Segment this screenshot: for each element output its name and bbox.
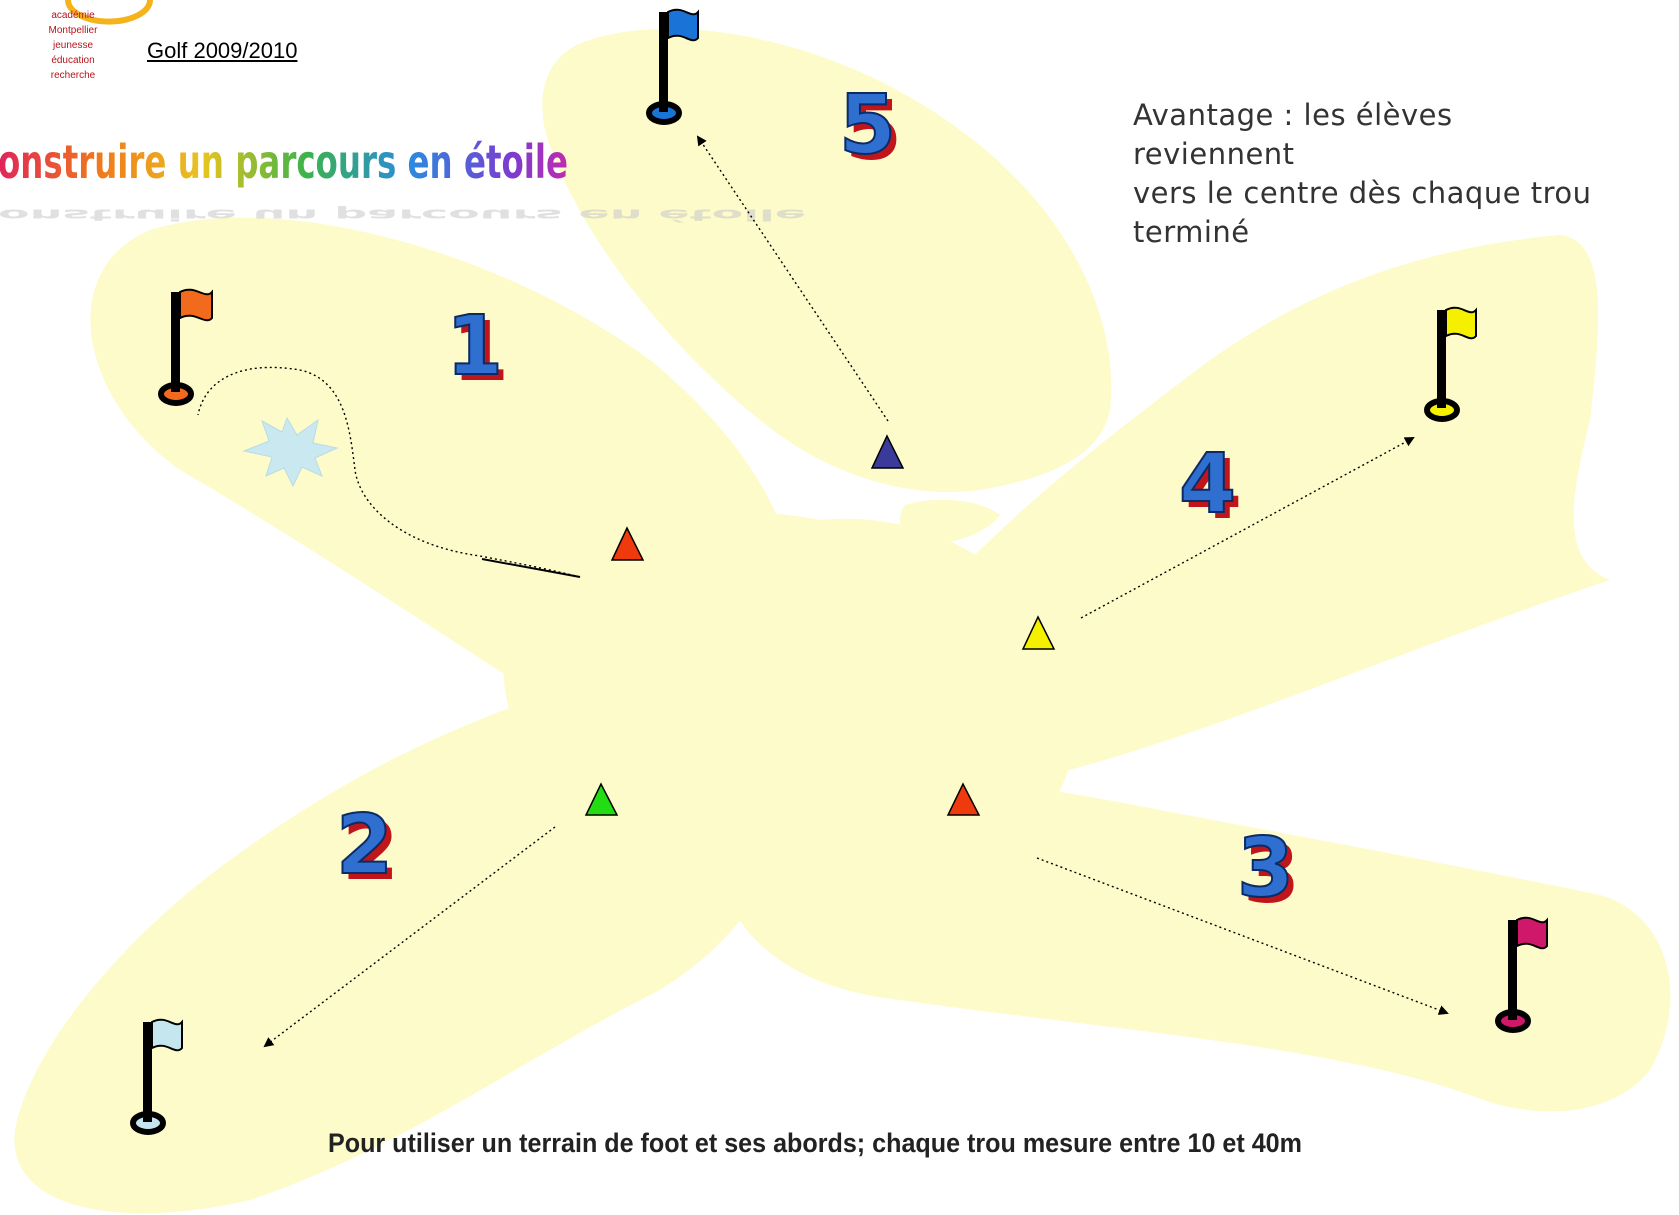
hole-number-5-label: 5 bbox=[839, 78, 896, 173]
hole-number-4-label: 4 bbox=[1179, 437, 1236, 532]
flag-hole-3-pole bbox=[1508, 920, 1517, 1020]
season-link[interactable]: Golf 2009/2010 bbox=[147, 38, 297, 64]
logo-text: académie Montpellier jeunesse éducation … bbox=[48, 8, 98, 83]
logo-line: académie bbox=[48, 8, 98, 23]
flag-hole-5-pole bbox=[659, 12, 668, 112]
hole-number-2: 2 2 bbox=[336, 798, 399, 899]
hole-number-1-label: 1 bbox=[446, 299, 503, 394]
logo-line: éducation bbox=[48, 53, 98, 68]
flag-hole-5-cloth bbox=[668, 10, 698, 41]
hole-number-5: 5 5 bbox=[839, 78, 902, 179]
fairway-squiggle bbox=[900, 500, 1000, 545]
page-title: onstruire un parcours en étoile bbox=[0, 135, 568, 189]
logo-line: jeunesse bbox=[48, 38, 98, 53]
advantage-line: terminé bbox=[1133, 213, 1603, 252]
flag-hole-2-cloth bbox=[152, 1020, 182, 1051]
flag-hole-4-pole bbox=[1437, 310, 1446, 408]
advantage-line: Avantage : les élèves reviennent bbox=[1133, 96, 1603, 174]
advantage-text: Avantage : les élèves reviennent vers le… bbox=[1133, 96, 1603, 252]
hole-number-2-label: 2 bbox=[336, 798, 393, 893]
title-shadow: onstruire un parcours en étoile bbox=[0, 205, 806, 224]
hole-number-1: 1 1 bbox=[446, 299, 509, 400]
flag-hole-1-cloth bbox=[180, 290, 212, 321]
flag-hole-4-cloth bbox=[1446, 308, 1476, 339]
logo-line: Montpellier bbox=[48, 23, 98, 38]
logo-line: recherche bbox=[48, 68, 98, 83]
footer-note: Pour utiliser un terrain de foot et ses … bbox=[328, 1128, 1302, 1159]
advantage-line: vers le centre dès chaque trou bbox=[1133, 174, 1603, 213]
flag-hole-3-cloth bbox=[1517, 918, 1547, 949]
hole-number-3: 3 3 bbox=[1237, 821, 1300, 922]
hole-number-3-label: 3 bbox=[1237, 821, 1294, 916]
hole-number-4: 4 4 bbox=[1179, 437, 1242, 538]
flag-hole-1-pole bbox=[171, 292, 180, 392]
flag-hole-2-pole bbox=[143, 1022, 152, 1122]
